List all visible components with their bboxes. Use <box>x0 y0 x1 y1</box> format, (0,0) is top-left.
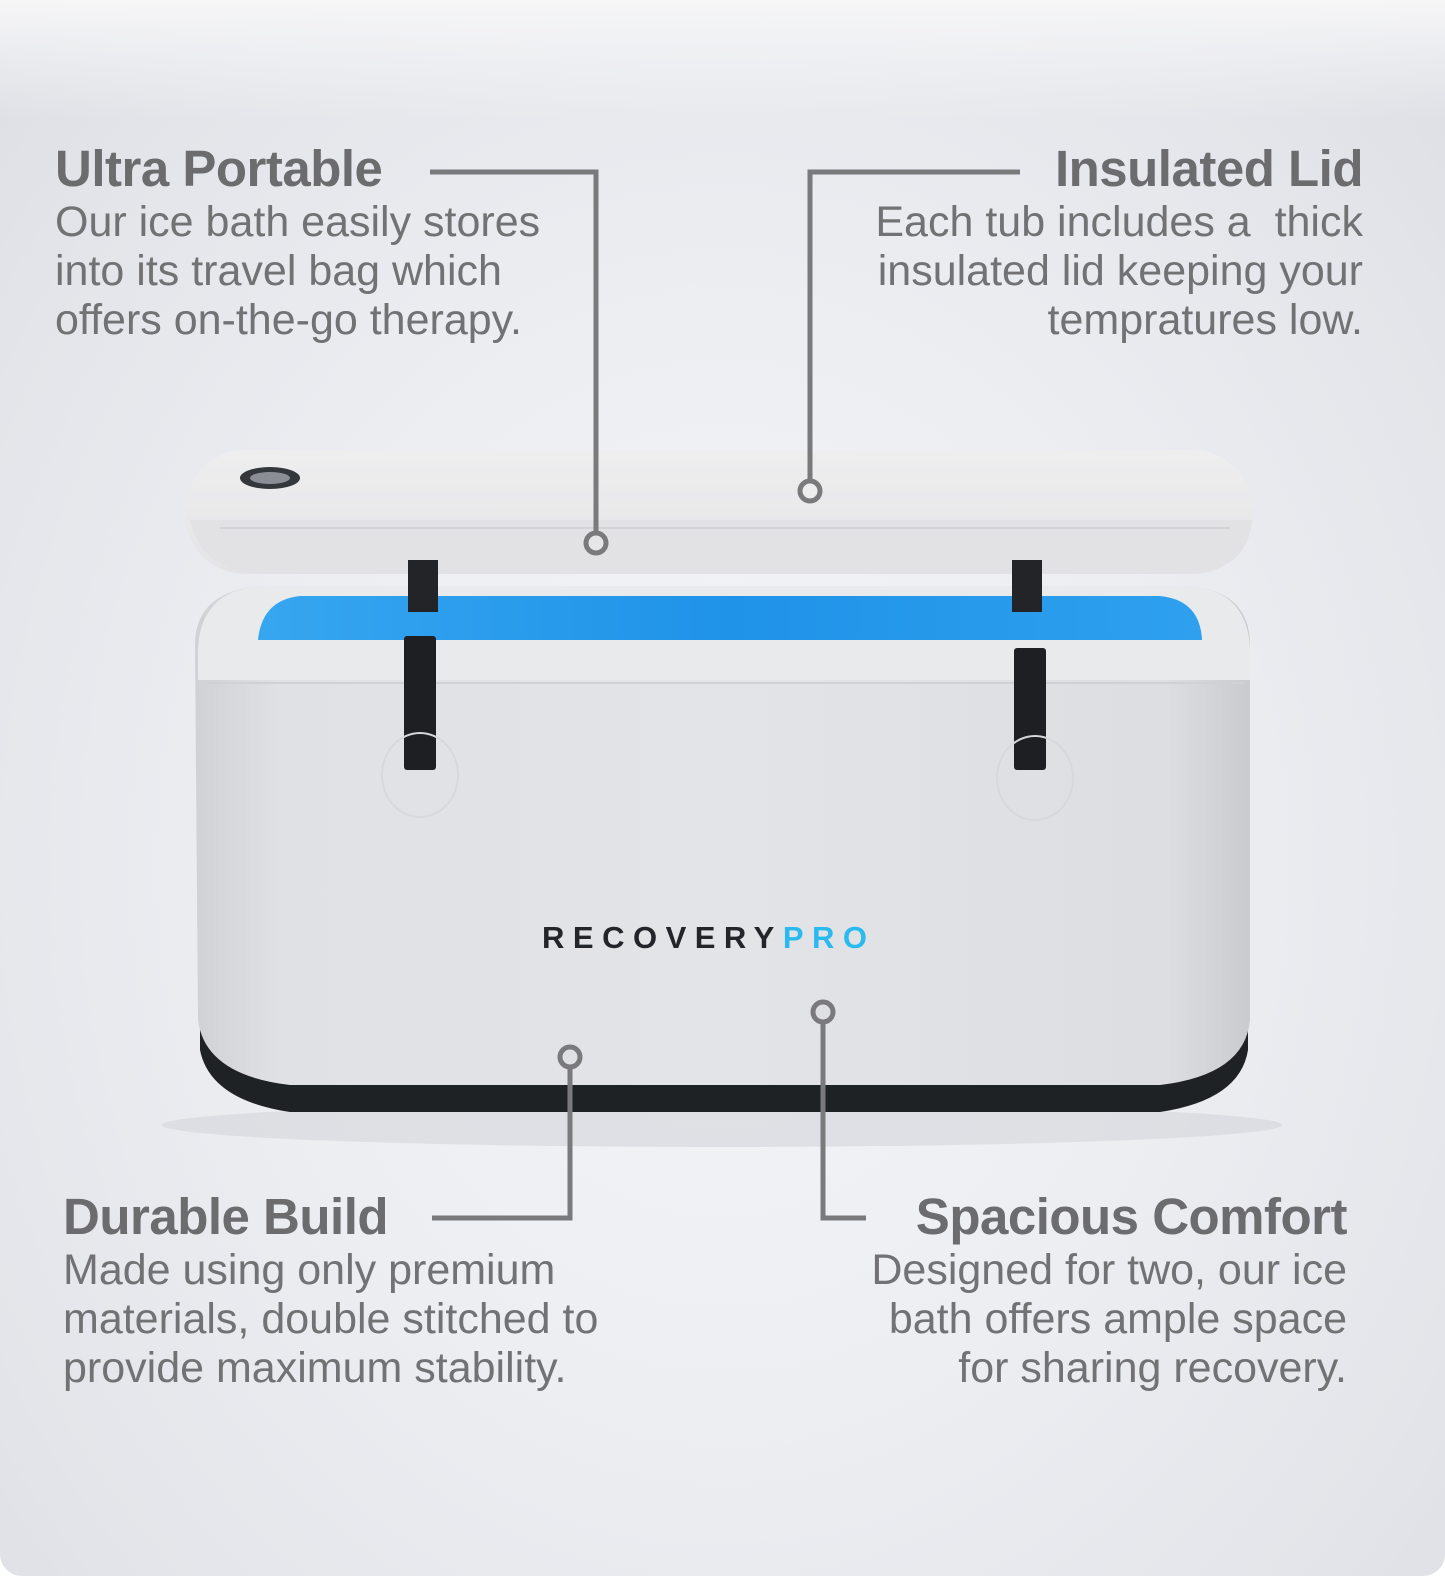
background-shade <box>0 0 1445 120</box>
callout-text-line: Made using only premium <box>63 1246 556 1294</box>
leader-line-durable-build <box>432 1067 573 1221</box>
callout-title: Insulated Lid <box>1054 140 1364 197</box>
callout-text-line: Designed for two, our ice <box>871 1246 1347 1294</box>
callout-text-line: tempratures low. <box>1047 296 1363 344</box>
callout-durable-build: Durable Build Made using only premium ma… <box>63 1188 598 1393</box>
callout-text-line: into its travel bag which <box>55 247 502 295</box>
callout-text-line: Our ice bath easily stores <box>55 198 541 246</box>
callout-text-line: for sharing recovery. <box>958 1344 1347 1392</box>
callout-title: Ultra Portable <box>55 140 383 197</box>
callout-text-line: bath offers ample space <box>888 1295 1347 1343</box>
brand-logo-primary: RECOVERY <box>542 920 783 955</box>
leader-line-spacious-comfort <box>820 1022 866 1221</box>
callout-spacious-comfort: Spacious Comfort Designed for two, our i… <box>787 1188 1347 1393</box>
callout-text-line: insulated lid keeping your <box>877 247 1363 295</box>
callout-text-line: materials, double stitched to <box>63 1295 599 1343</box>
callout-text-line: provide maximum stability. <box>63 1344 567 1392</box>
brand-logo-accent: PRO <box>782 920 876 955</box>
leader-line-ultra-portable <box>430 169 599 533</box>
brand-logo: RECOVERYPRO <box>542 920 876 956</box>
callout-title: Durable Build <box>63 1188 389 1245</box>
callout-text-line: offers on-the-go therapy. <box>55 296 522 344</box>
callout-ultra-portable: Ultra Portable Our ice bath easily store… <box>55 140 540 345</box>
callout-title: Spacious Comfort <box>915 1188 1348 1245</box>
callout-insulated-lid: Insulated Lid Each tub includes a thick … <box>803 140 1363 345</box>
leader-line-insulated-lid <box>807 169 1020 480</box>
callout-text-line: Each tub includes a thick <box>875 198 1363 246</box>
